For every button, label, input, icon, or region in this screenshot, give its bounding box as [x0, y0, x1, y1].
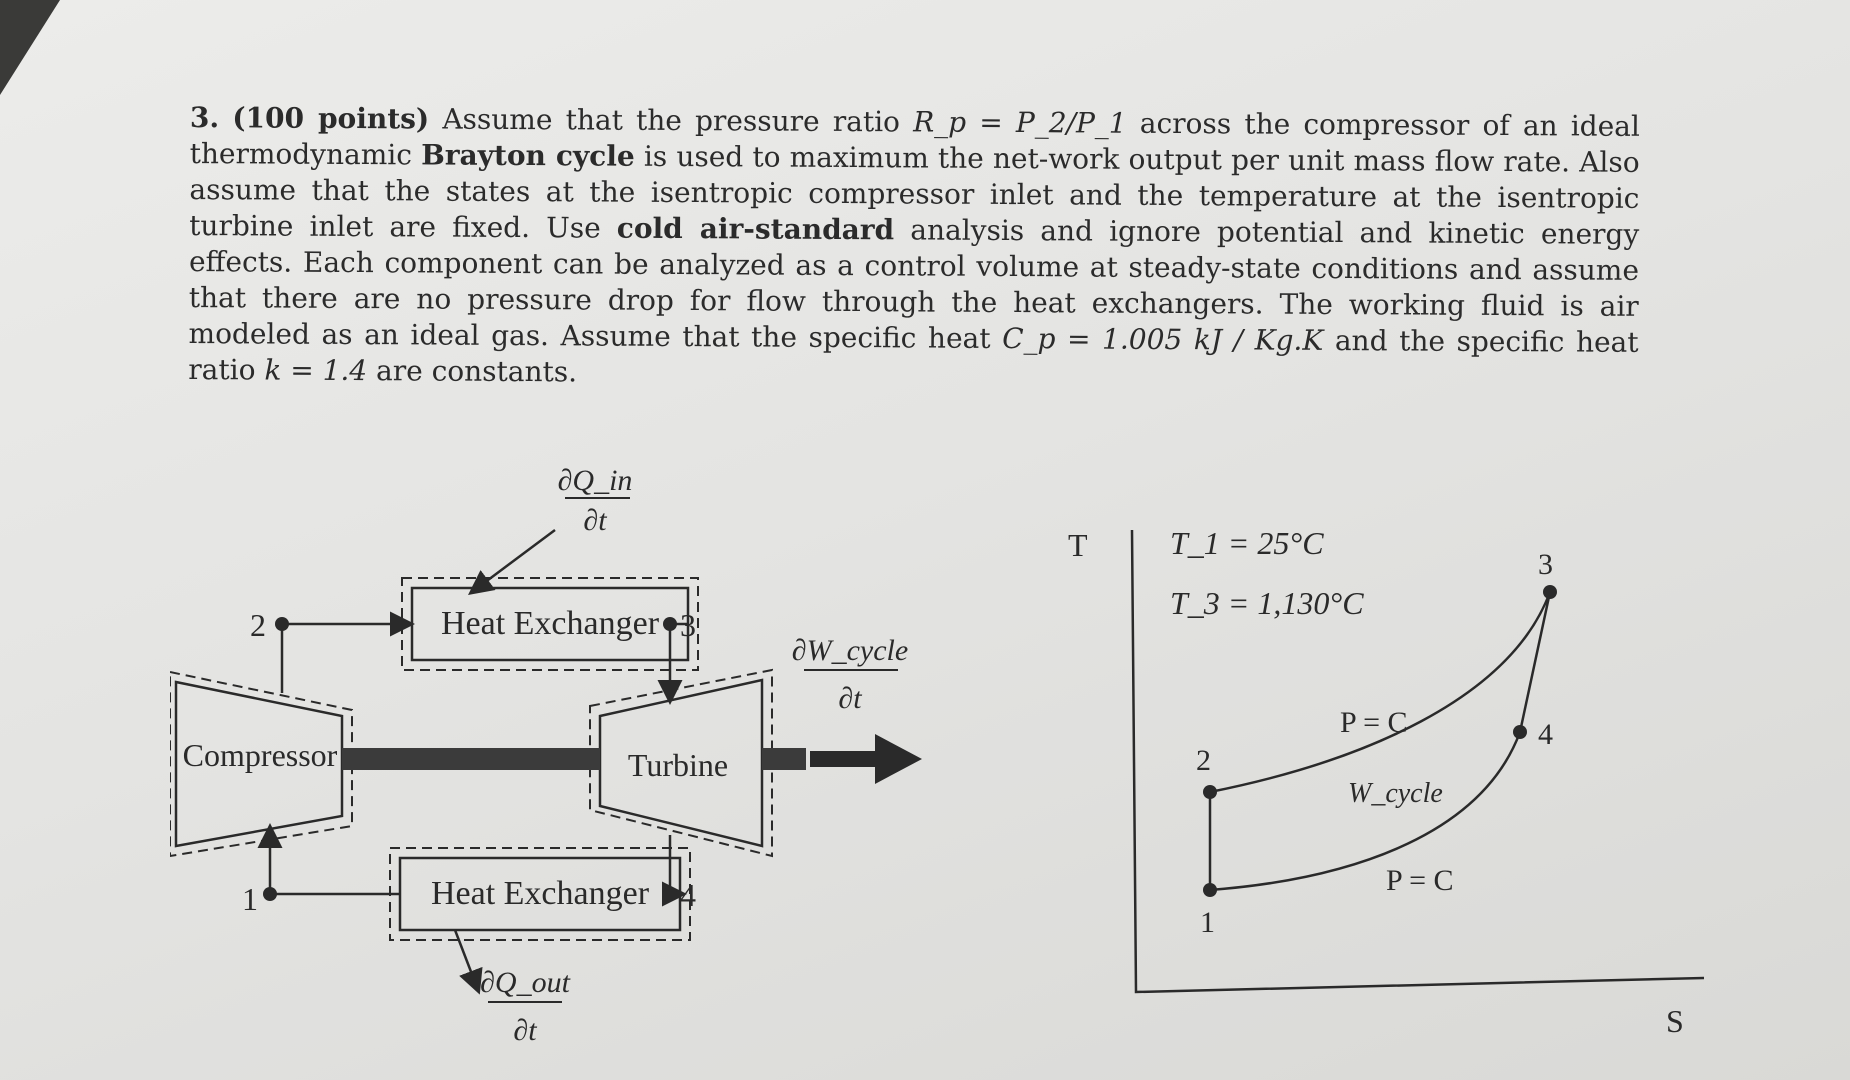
- cycle-name: Brayton cycle: [421, 138, 635, 173]
- shaft: [342, 748, 600, 770]
- compressor-label: Compressor: [183, 737, 338, 773]
- heat-rejection-isobar: [1209, 731, 1522, 892]
- problem-statement: 3. (100 points) Assume that the pressure…: [188, 100, 1640, 397]
- output-shaft: [762, 748, 806, 770]
- brayton-schematic: Heat Exchanger Heat Exchanger Compressor…: [170, 464, 922, 1047]
- upper-isobar-label: P = C: [1340, 706, 1408, 739]
- problem-points: (100 points): [232, 101, 430, 136]
- ts-state-3-label: 3: [1538, 548, 1553, 581]
- ts-state-2-dot: [1203, 785, 1217, 799]
- work-arrow-head: [875, 734, 922, 784]
- compressor: [174, 680, 344, 848]
- ts-state-1-dot: [1203, 883, 1217, 897]
- heat-in-numerator: ∂Q_in: [558, 464, 633, 497]
- bottom-hx-label: Heat Exchanger: [431, 875, 650, 912]
- state-3-dot: [663, 617, 677, 631]
- heat-out-numerator: ∂Q_out: [480, 966, 570, 999]
- turbine-cv: [589, 668, 773, 858]
- ts-state-4-label: 4: [1538, 718, 1553, 751]
- state-4-dot: [663, 887, 677, 901]
- problem-text-e: are constants.: [375, 354, 578, 389]
- state-1-dot: [263, 887, 277, 901]
- ts-state-2-label: 2: [1196, 744, 1211, 777]
- work-denominator: ∂t: [838, 682, 862, 715]
- heat-in-denominator: ∂t: [583, 504, 607, 537]
- state-2-label: 2: [250, 607, 266, 643]
- analysis-type: cold air-standard: [616, 211, 895, 247]
- state-2-dot: [275, 617, 289, 631]
- lower-isobar-label: P = C: [1386, 864, 1454, 897]
- flow-hx-to-1: [257, 823, 400, 896]
- state-4-label: 4: [680, 877, 696, 913]
- expansion-line: [1518, 591, 1552, 733]
- state-3-label: 3: [680, 607, 696, 643]
- work-numerator: ∂W_cycle: [792, 634, 908, 667]
- work-arrow-shaft: [810, 751, 880, 767]
- turbine: [598, 678, 764, 848]
- heat-out-denominator: ∂t: [513, 1014, 537, 1047]
- top-hx-label: Heat Exchanger: [441, 605, 660, 642]
- turbine-label: Turbine: [628, 747, 728, 783]
- ts-axes: [1130, 529, 1705, 994]
- ts-state-1-label: 1: [1200, 906, 1215, 939]
- specific-heat-expr: C_p = 1.005 kJ / Kg.K: [1002, 321, 1324, 357]
- ts-state-3-dot: [1543, 585, 1557, 599]
- problem-number: 3.: [189, 100, 220, 135]
- heat-out-arrow: [453, 929, 483, 995]
- ts-x-axis-label: S: [1666, 1003, 1684, 1039]
- t3-label: T_3 = 1,130°C: [1170, 585, 1364, 621]
- pressure-ratio-expr: R_p = P_2/P_1: [913, 105, 1127, 140]
- ts-state-4-dot: [1513, 725, 1527, 739]
- problem-intro: Assume that the pressure ratio: [442, 102, 901, 139]
- ts-y-axis-label: T: [1068, 527, 1088, 563]
- state-1-label: 1: [242, 881, 258, 917]
- t1-label: T_1 = 25°C: [1170, 525, 1324, 561]
- ts-diagram: T S T_1 = 25°C T_3 = 1,130°C P = C P = C…: [1068, 525, 1705, 1039]
- heat-addition-isobar: [1209, 591, 1552, 794]
- flow-2-to-hx: [280, 611, 415, 693]
- heat-in-arrow: [467, 528, 556, 595]
- heat-ratio-expr: k = 1.4: [264, 353, 368, 388]
- work-cycle-label: W_cycle: [1348, 778, 1443, 809]
